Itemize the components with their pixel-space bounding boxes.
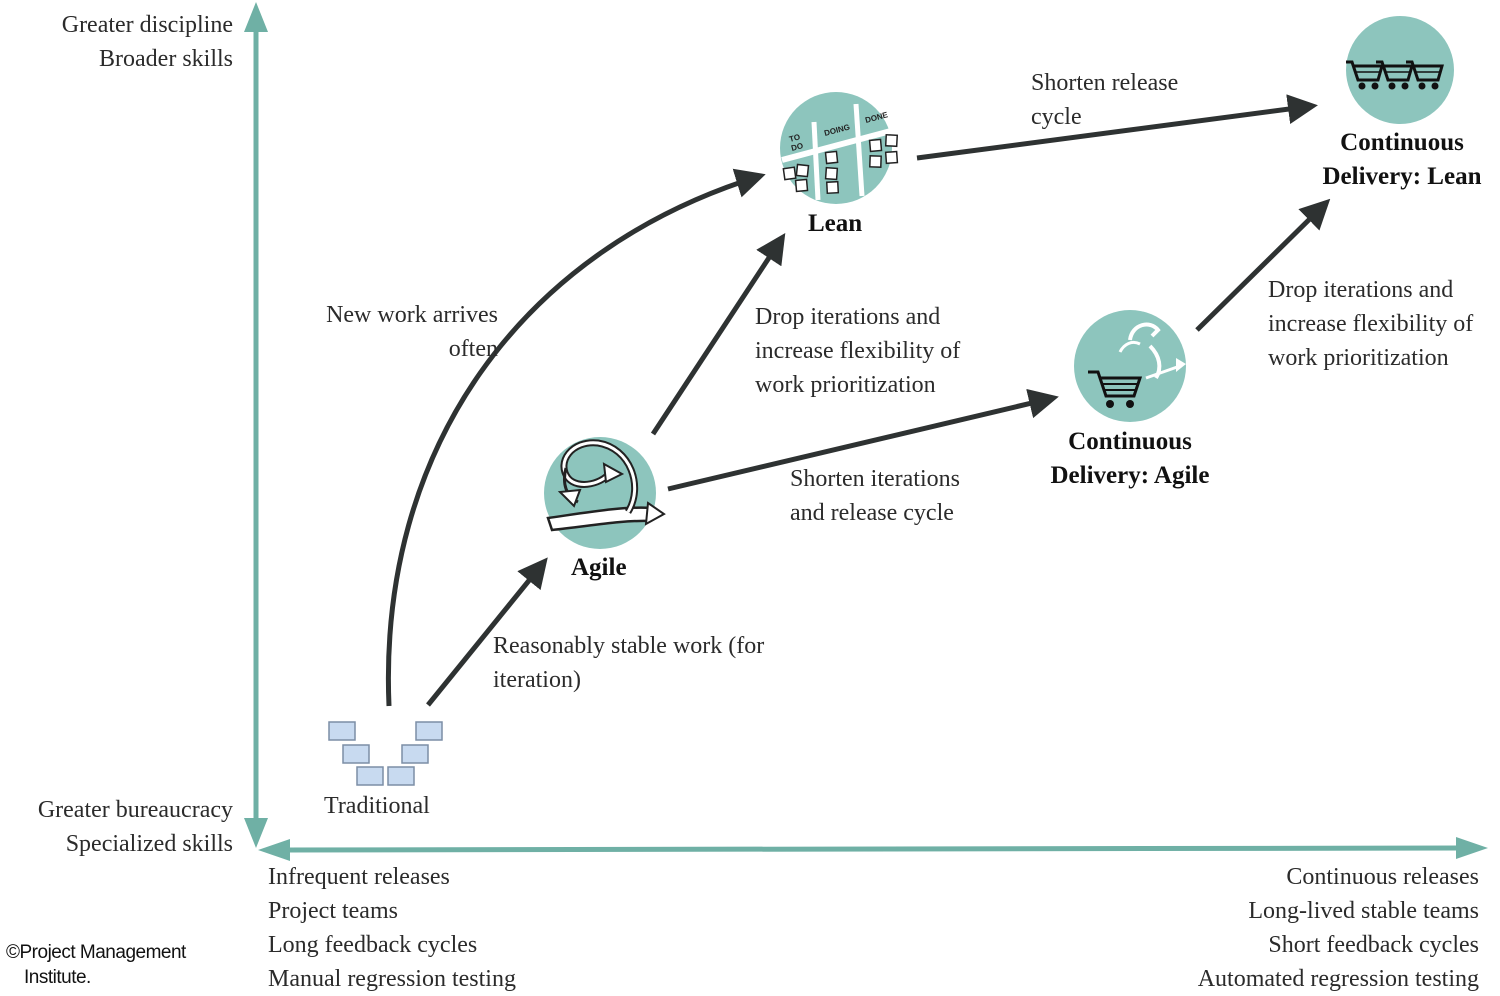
node-lean-label: Lean — [808, 210, 863, 237]
x-left-line-3: Long feedback cycles — [268, 932, 478, 958]
agile-cdagile-line-1: Shorten iterations — [790, 466, 960, 492]
transition-agile-to-cd-agile-label: Shorten iterations and release cycle — [790, 462, 960, 530]
x-right-line-1: Continuous releases — [1286, 864, 1479, 890]
trad-agile-line-1: Reasonably stable work (for — [493, 633, 765, 659]
trad-agile-line-2: iteration) — [493, 667, 581, 693]
y-top-line-2: Broader skills — [99, 46, 233, 72]
agile-cdagile-line-2: and release cycle — [790, 500, 954, 526]
y-top-line-1: Greater discipline — [61, 12, 233, 38]
arrow-agile-to-cd-agile — [667, 388, 1059, 492]
arrow-lean-to-cd-lean — [916, 94, 1318, 161]
arrow-cd-agile-to-cd-lean — [1195, 198, 1331, 332]
node-agile-label: Agile — [571, 554, 627, 581]
shopping-cart-icon — [1074, 310, 1186, 422]
cdagile-cdlean-line-1: Drop iterations and — [1268, 277, 1454, 303]
x-axis — [258, 837, 1488, 861]
x-right-line-2: Long-lived stable teams — [1248, 898, 1479, 924]
transition-trad-to-agile-label: Reasonably stable work (for iteration) — [493, 629, 764, 697]
lean-cdlean-line-1: Shorten release — [1031, 70, 1179, 96]
transition-lean-to-cd-lean-label: Shorten release cycle — [1031, 66, 1178, 134]
y-axis-top-label: Greater discipline Broader skills — [62, 8, 233, 76]
node-cd-lean-label: Continuous Delivery: Lean — [1302, 126, 1500, 194]
kanban-todo-label: TO — [788, 132, 801, 144]
kanban-board-icon: TO DO DOING DONE — [780, 92, 903, 204]
x-axis-left-label: Infrequent releases Project teams Long f… — [268, 860, 516, 996]
transition-agile-to-lean-label: Drop iterations and increase flexibility… — [755, 300, 960, 402]
iteration-loop-icon — [544, 437, 666, 549]
kanban-todo-label-2: DO — [790, 141, 804, 153]
trad-lean-line-2: often — [448, 336, 498, 362]
arrow-traditional-to-lean — [385, 168, 766, 707]
agile-lean-line-3: work prioritization — [755, 372, 936, 398]
node-cd-agile-label: Continuous Delivery: Agile — [1030, 425, 1230, 493]
x-right-line-3: Short feedback cycles — [1268, 932, 1479, 958]
y-bottom-line-1: Greater bureaucracy — [37, 797, 233, 823]
node-traditional-label: Traditional — [324, 793, 430, 819]
transition-trad-to-lean-label: New work arrives often — [326, 298, 498, 366]
x-axis-right-label: Continuous releases Long-lived stable te… — [1198, 860, 1479, 996]
y-bottom-line-2: Specialized skills — [65, 831, 233, 857]
copyright-notice: ©Project Management Institute. — [6, 940, 236, 990]
cdagile-cdlean-line-2: increase flexibility of — [1268, 311, 1474, 337]
agile-lean-line-2: increase flexibility of — [755, 338, 961, 364]
cd-lean-line-2: Delivery: Lean — [1322, 163, 1482, 190]
transition-cd-agile-to-cd-lean-label: Drop iterations and increase flexibility… — [1268, 273, 1473, 375]
waterfall-blocks-icon — [328, 721, 443, 786]
cd-agile-line-2: Delivery: Agile — [1050, 462, 1210, 489]
x-left-line-4: Manual regression testing — [268, 966, 516, 992]
copyright-line-2: Institute. — [24, 967, 91, 988]
x-left-line-1: Infrequent releases — [268, 864, 450, 890]
y-axis-bottom-label: Greater bureaucracy Specialized skills — [38, 793, 233, 861]
arrow-agile-to-lean — [650, 232, 786, 436]
cd-agile-line-1: Continuous — [1068, 428, 1192, 455]
x-left-line-2: Project teams — [268, 898, 398, 924]
arrow-traditional-to-agile — [426, 557, 548, 707]
trad-lean-line-1: New work arrives — [326, 302, 498, 328]
copyright-line-1: ©Project Management — [6, 942, 186, 963]
cdagile-cdlean-line-3: work prioritization — [1268, 345, 1449, 371]
x-right-line-4: Automated regression testing — [1197, 966, 1479, 992]
shopping-carts-icon — [1346, 16, 1454, 124]
cd-lean-line-1: Continuous — [1340, 129, 1464, 156]
agile-lean-line-1: Drop iterations and — [755, 304, 941, 330]
lean-cdlean-line-2: cycle — [1031, 104, 1082, 130]
y-axis — [244, 2, 268, 848]
